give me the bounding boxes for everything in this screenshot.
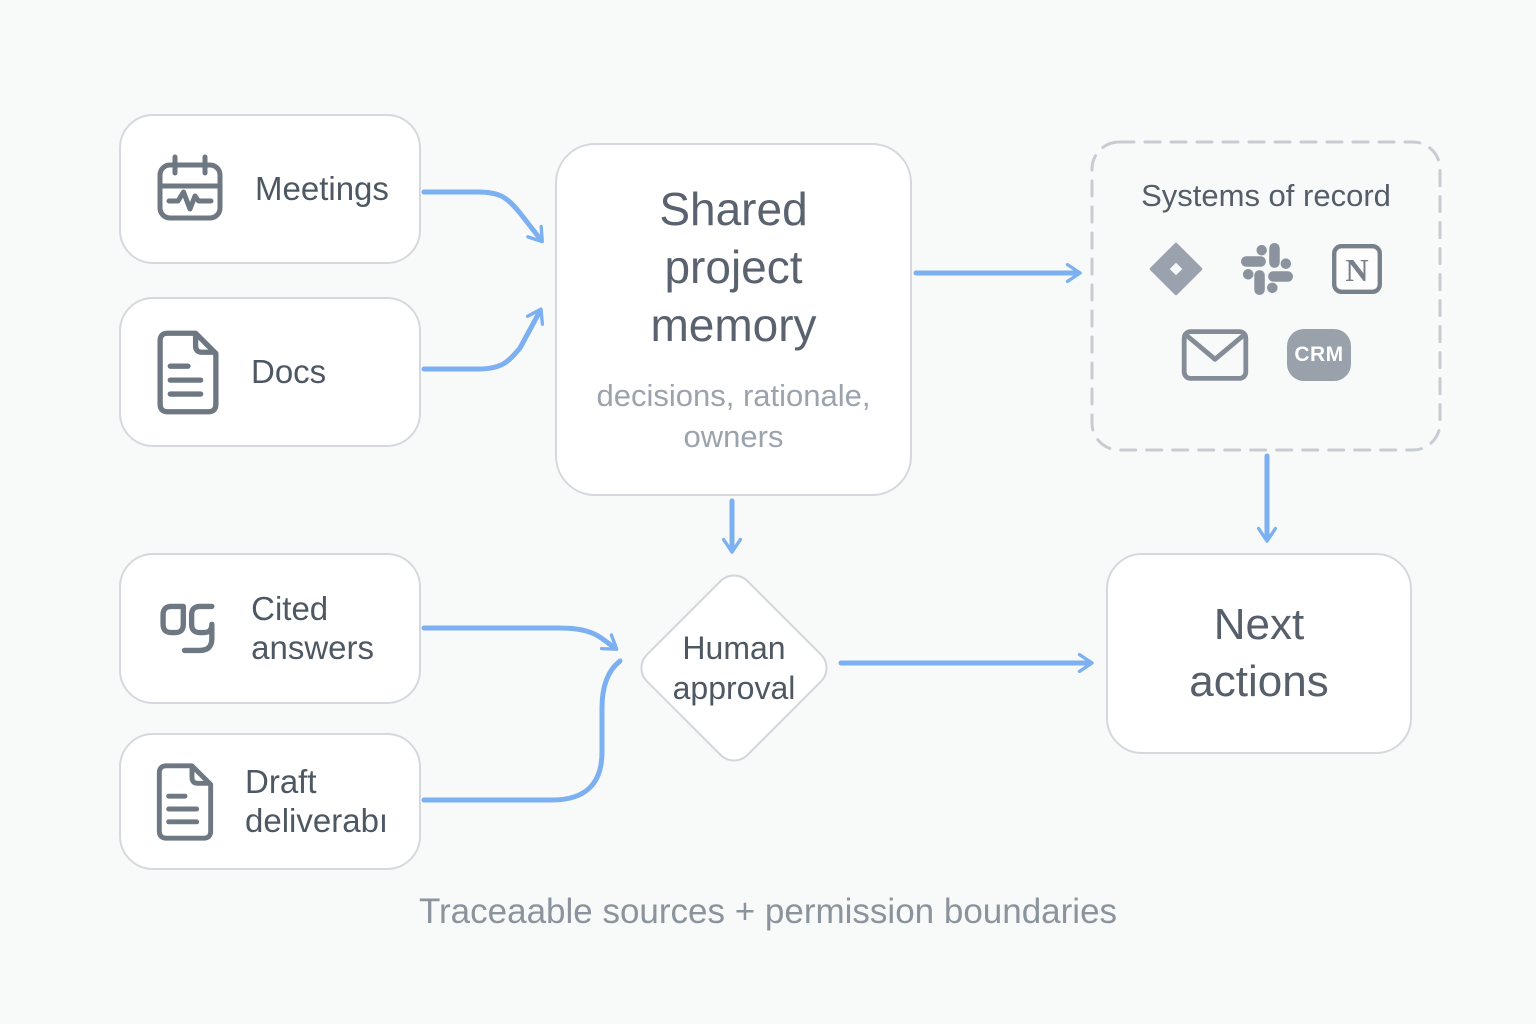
mail-icon bbox=[1181, 329, 1249, 381]
node-meetings[interactable]: Meetings bbox=[119, 114, 421, 264]
node-draft-deliverable[interactable]: Draft deliverabı bbox=[119, 733, 421, 870]
calendar-icon bbox=[157, 154, 223, 221]
human-approval-label: Human approval bbox=[634, 568, 834, 768]
jira-icon bbox=[1149, 242, 1203, 296]
arrow-meetings-to-shared-memory bbox=[421, 189, 544, 244]
node-label: Meetings bbox=[255, 169, 389, 207]
document-icon bbox=[157, 330, 219, 414]
node-label: Draft deliverabı bbox=[245, 762, 389, 839]
notion-icon: N bbox=[1332, 244, 1382, 294]
node-label: Human approval bbox=[672, 630, 796, 706]
node-next-actions[interactable]: Next actions bbox=[1106, 553, 1412, 754]
document-icon bbox=[156, 762, 214, 841]
shared-memory-title: Shared project memory bbox=[650, 182, 817, 351]
dashed-border bbox=[1090, 140, 1442, 452]
node-label: Next actions bbox=[1189, 600, 1329, 706]
quote-icon bbox=[160, 603, 215, 653]
crm-badge: CRM bbox=[1287, 329, 1351, 381]
arrow-cited-answers-to-human-approval bbox=[421, 625, 619, 651]
notion-letter: N bbox=[1345, 252, 1368, 288]
systems-of-record-title: Systems of record bbox=[1141, 178, 1391, 213]
crm-label: CRM bbox=[1294, 343, 1344, 366]
node-label: Cited answers bbox=[251, 589, 375, 666]
slack-icon bbox=[1240, 242, 1294, 296]
node-docs[interactable]: Docs bbox=[119, 297, 421, 447]
arrow-docs-to-shared-memory bbox=[421, 307, 545, 372]
shared-memory-subtitle: decisions, rationale, owners bbox=[596, 377, 871, 455]
node-label: Docs bbox=[251, 352, 327, 390]
node-systems-of-record[interactable]: Systems of record bbox=[1090, 140, 1442, 452]
node-cited-answers[interactable]: Cited answers bbox=[119, 553, 421, 704]
arrow-draft-deliverable-to-human-approval bbox=[421, 658, 623, 803]
diagram-caption: Traceaable sources + permission boundari… bbox=[418, 892, 1118, 931]
node-shared-memory[interactable]: Shared project memory decisions, rationa… bbox=[555, 143, 912, 496]
